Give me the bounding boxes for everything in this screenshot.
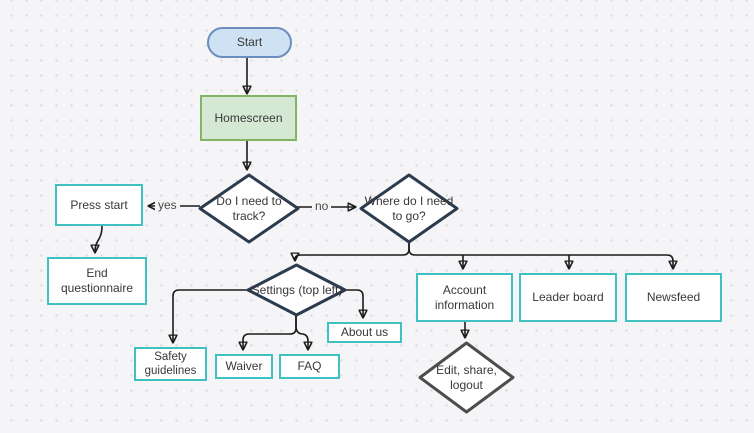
node-end-questionnaire-label: End questionnaire (60, 266, 134, 295)
node-track-decision[interactable] (197, 172, 301, 245)
node-start-label: Start (236, 35, 263, 49)
edge-pressstart-endquestionnaire[interactable] (95, 225, 103, 252)
node-press-start[interactable]: Press start (55, 184, 143, 226)
node-edit-share-logout-label: Edit, share, logout (436, 363, 497, 392)
node-newsfeed[interactable]: Newsfeed (625, 273, 722, 322)
edge-where-newsfeed[interactable] (408, 241, 673, 268)
node-faq-label: FAQ (297, 359, 322, 373)
node-waiver[interactable]: Waiver (215, 354, 273, 379)
node-where-decision[interactable] (358, 172, 460, 245)
node-safety-guidelines-label: Safety guidelines (144, 350, 197, 377)
node-waiver-label: Waiver (225, 359, 263, 373)
edge-settings-safety[interactable] (173, 289, 248, 342)
node-start[interactable]: Start (207, 27, 292, 58)
node-leader-board[interactable]: Leader board (519, 273, 617, 322)
node-faq[interactable]: FAQ (279, 354, 340, 379)
node-settings-decision[interactable] (245, 262, 348, 318)
node-press-start-label: Press start (70, 197, 128, 212)
node-safety-guidelines[interactable]: Safety guidelines (134, 347, 207, 381)
edge-label-no[interactable]: no (312, 199, 332, 213)
node-homescreen[interactable]: Homescreen (200, 95, 297, 141)
edge-settings-faq[interactable] (295, 314, 308, 349)
node-newsfeed-label: Newsfeed (646, 290, 701, 304)
node-track-decision-label: Do I need to track? (216, 194, 282, 223)
node-about-us-label: About us (340, 325, 389, 339)
node-account-information[interactable]: Account information (416, 273, 513, 322)
node-where-decision-label: Where do I need to go? (364, 194, 454, 223)
node-end-questionnaire[interactable]: End questionnaire (47, 257, 147, 305)
node-edit-share-logout[interactable] (417, 340, 516, 415)
edge-settings-about[interactable] (345, 289, 363, 317)
node-leader-board-label: Leader board (532, 290, 604, 304)
node-settings-decision-label: Settings (top left) (251, 282, 343, 297)
edge-label-yes[interactable]: yes (155, 198, 180, 212)
edge-settings-waiver[interactable] (243, 314, 297, 349)
node-account-information-label: Account information (434, 282, 495, 312)
node-homescreen-label: Homescreen (214, 110, 283, 125)
node-about-us[interactable]: About us (327, 322, 402, 343)
